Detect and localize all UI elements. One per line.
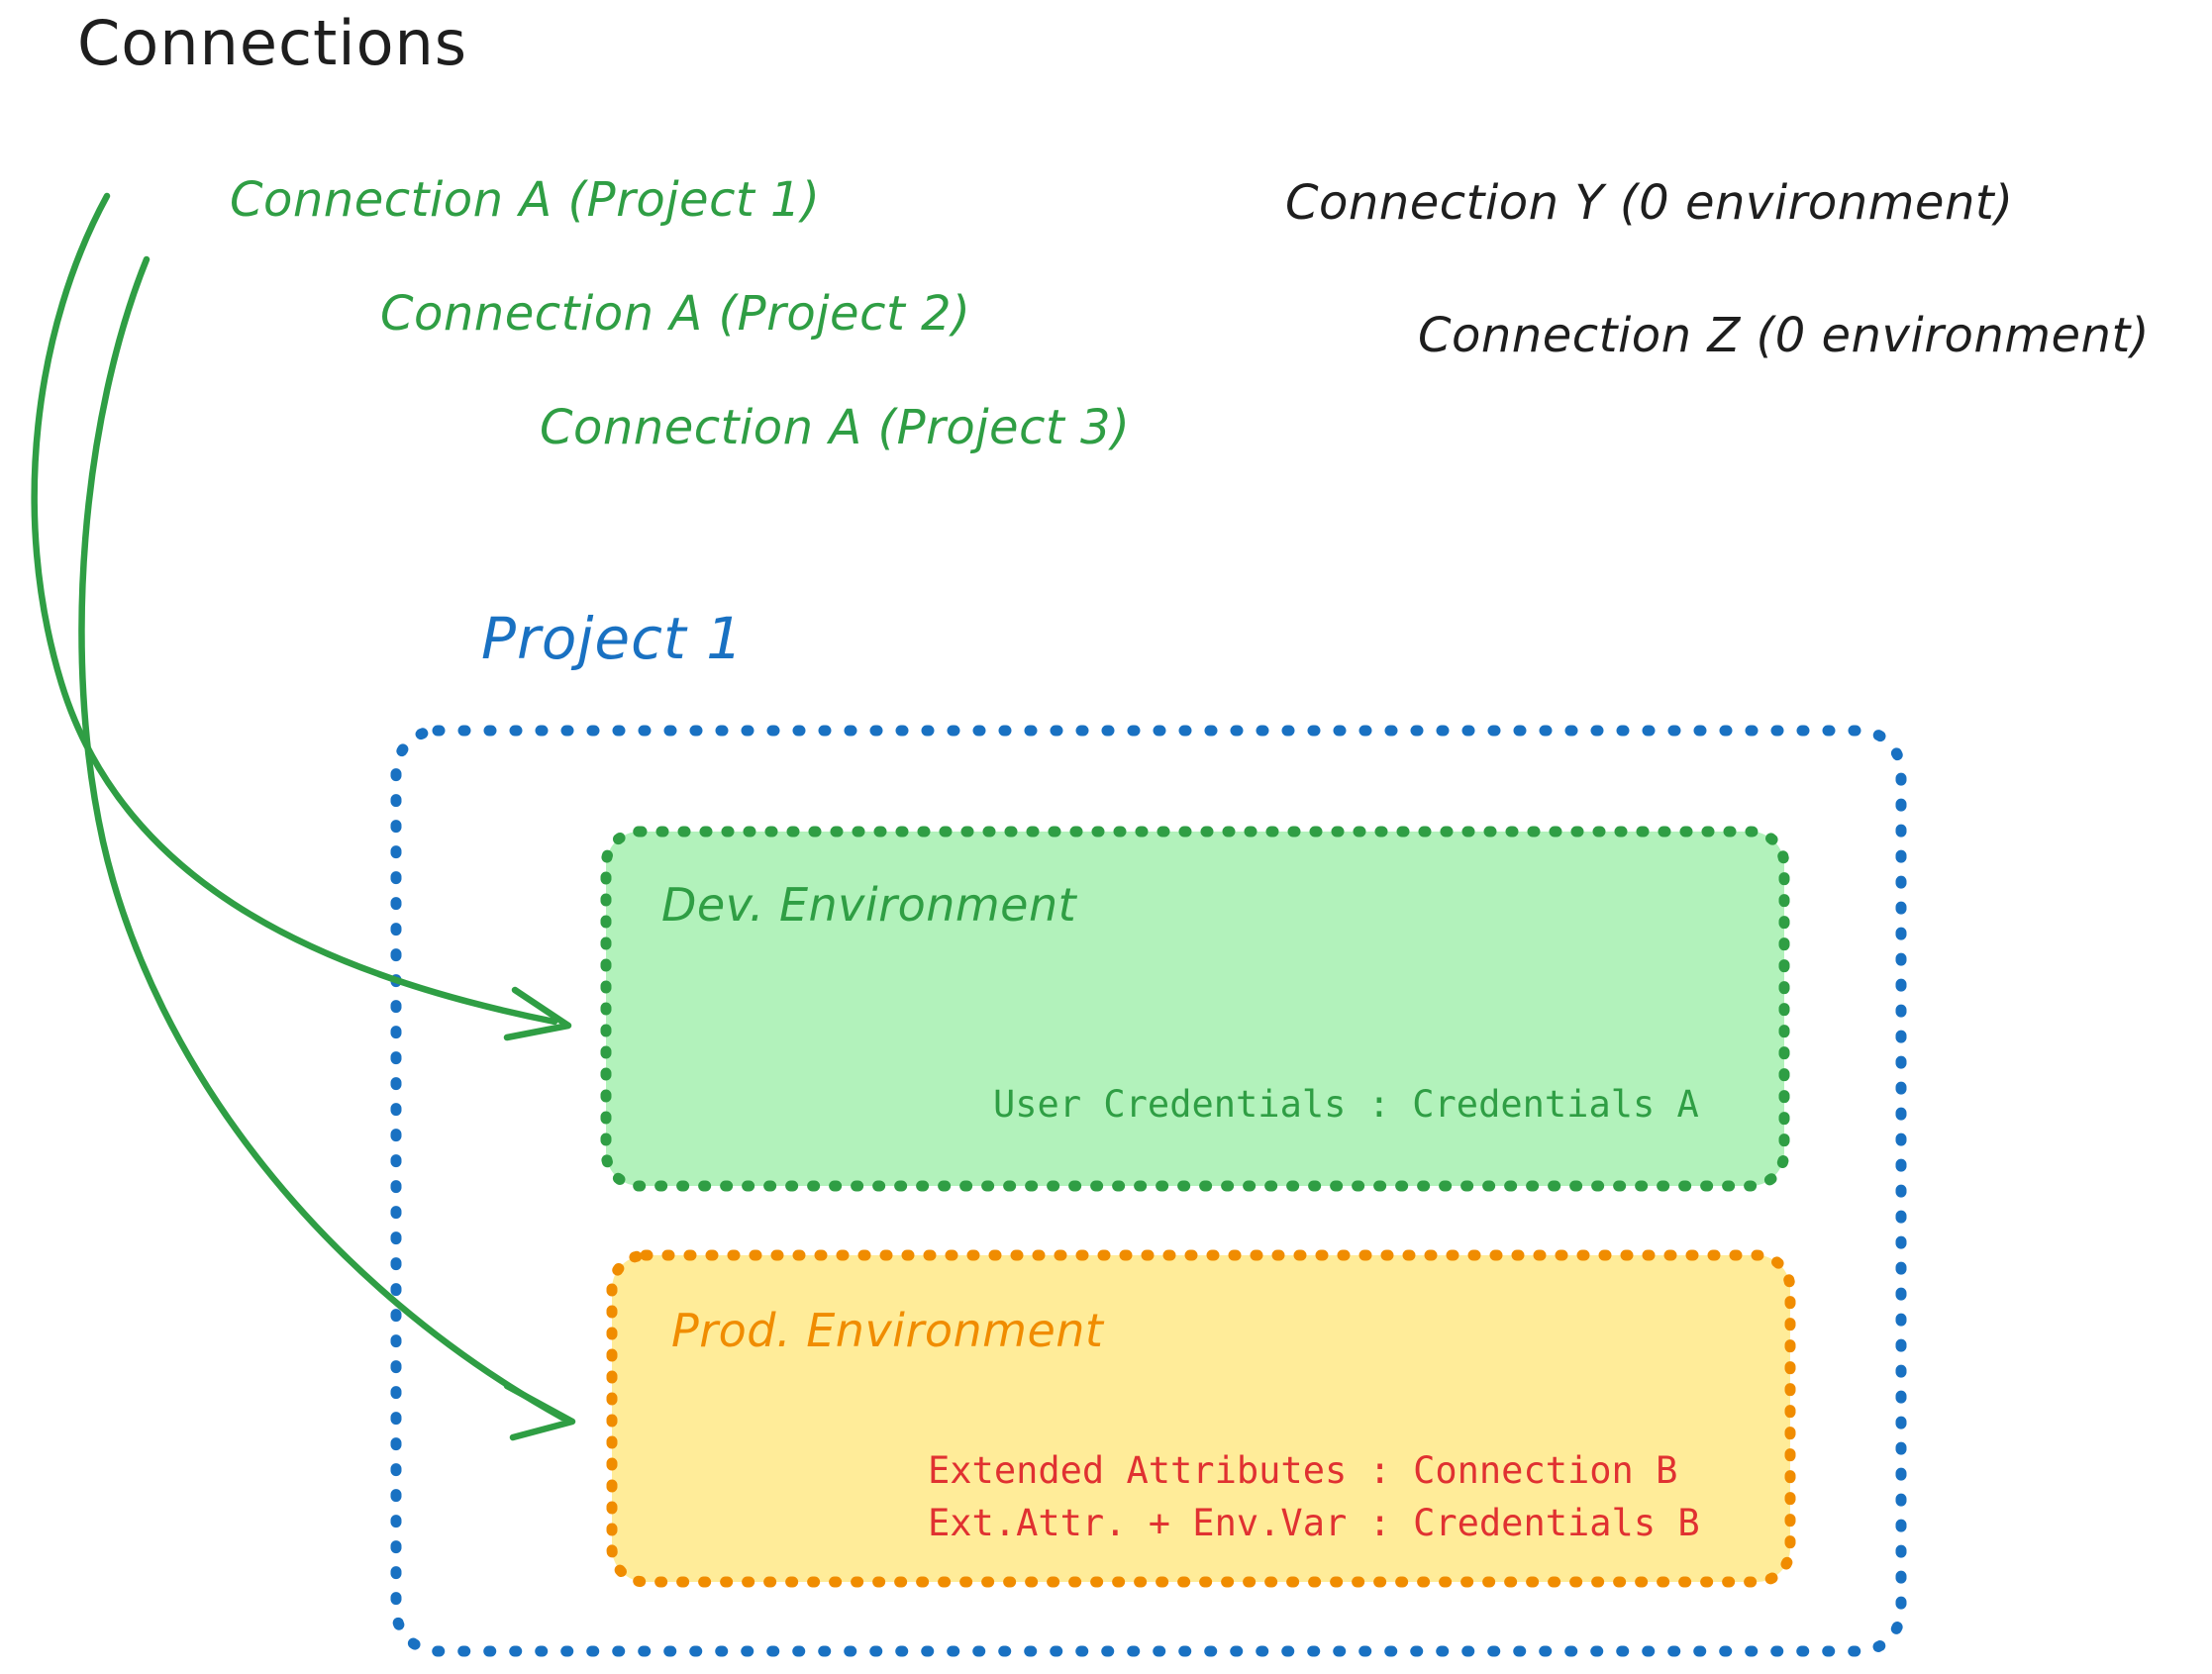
arrow-conn-a-to-dev-env <box>31 192 572 1041</box>
database-cylinder-icon-connection-a-project-2 <box>252 264 345 420</box>
project-title: Project 1 <box>481 605 745 672</box>
database-cylinder-icon-connection-z <box>1291 287 1383 443</box>
dev-environment-title: Dev. Environment <box>661 878 1077 932</box>
connection-label-z: Connection Z (0 environment) <box>1418 308 2150 363</box>
connection-label-a-project-2: Connection A (Project 2) <box>380 286 971 342</box>
prod-environment-box <box>606 1249 1796 1588</box>
project-1-container <box>390 725 1907 1657</box>
dev-environment-entry-user-credentials: User Credentials : Credentials A <box>993 1083 1699 1126</box>
connection-label-y: Connection Y (0 environment) <box>1285 175 2014 231</box>
connection-label-a-project-1: Connection A (Project 1) <box>230 172 821 228</box>
prod-environment-entry-extended-attributes: Extended Attributes : Connection B <box>928 1449 1678 1492</box>
prod-environment-entry-ext-attr-env-var: Ext.Attr. + Env.Var : Credentials B <box>928 1502 1700 1544</box>
database-cylinder-icon-connection-a-project-3 <box>409 379 501 535</box>
database-cylinder-icon-connection-a-project-1 <box>102 151 194 307</box>
database-cylinder-icon-connection-y <box>1161 155 1254 311</box>
page-title: Connections <box>77 7 468 79</box>
dev-environment-box <box>600 826 1790 1192</box>
prod-environment-title: Prod. Environment <box>671 1304 1104 1357</box>
connection-label-a-project-3: Connection A (Project 3) <box>540 400 1131 455</box>
arrow-conn-a-to-prod-env <box>78 255 576 1441</box>
